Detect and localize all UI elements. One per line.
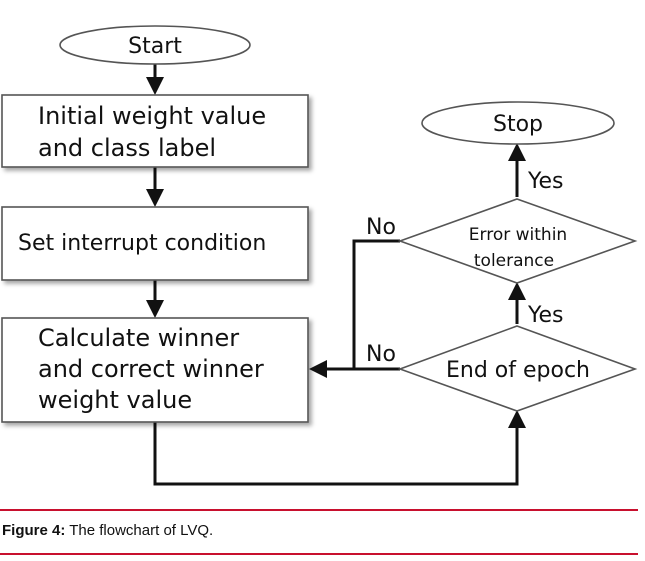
caption-bottom-rule [0,553,638,555]
start-node: Start [59,25,251,65]
stop-node: Stop [421,101,615,145]
figure-caption-text: The flowchart of LVQ. [65,522,214,539]
stop-label: Stop [493,112,543,137]
init-weight-label-line-2: and class label [38,134,216,162]
edge-error-no-to-winner [352,239,400,369]
epoch-yes-label: Yes [527,303,564,328]
error-no-label: No [366,215,396,240]
error-tolerance-decision: Error within tolerance [397,198,638,284]
edge-winner-to-epoch [153,410,526,486]
end-of-epoch-label: End of epoch [446,358,590,383]
error-tolerance-label-line-2: tolerance [474,251,554,271]
init-weight-node: Initial weight value and class label [1,94,309,168]
figure-caption-label: Figure 4: [2,522,66,539]
interrupt-condition-label: Set interrupt condition [18,231,266,256]
caption-top-rule [0,509,638,511]
end-of-epoch-decision: End of epoch [397,325,638,412]
interrupt-condition-node: Set interrupt condition [1,206,309,281]
error-tolerance-label-line-1: Error within [469,225,567,245]
epoch-no-label: No [366,342,396,367]
lvq-flowchart: Yes No Yes No Start Initial weight value… [1,25,638,486]
edges [146,64,526,486]
figure-caption: Figure 4: The flowchart of LVQ. [2,522,213,539]
error-yes-label: Yes [527,169,564,194]
calculate-winner-node: Calculate winner and correct winner weig… [1,317,309,423]
calculate-winner-label-line-2: and correct winner [38,355,264,383]
start-label: Start [128,34,182,59]
init-weight-label-line-1: Initial weight value [38,102,266,130]
calculate-winner-label-line-3: weight value [38,386,192,414]
calculate-winner-label-line-1: Calculate winner [38,324,239,352]
